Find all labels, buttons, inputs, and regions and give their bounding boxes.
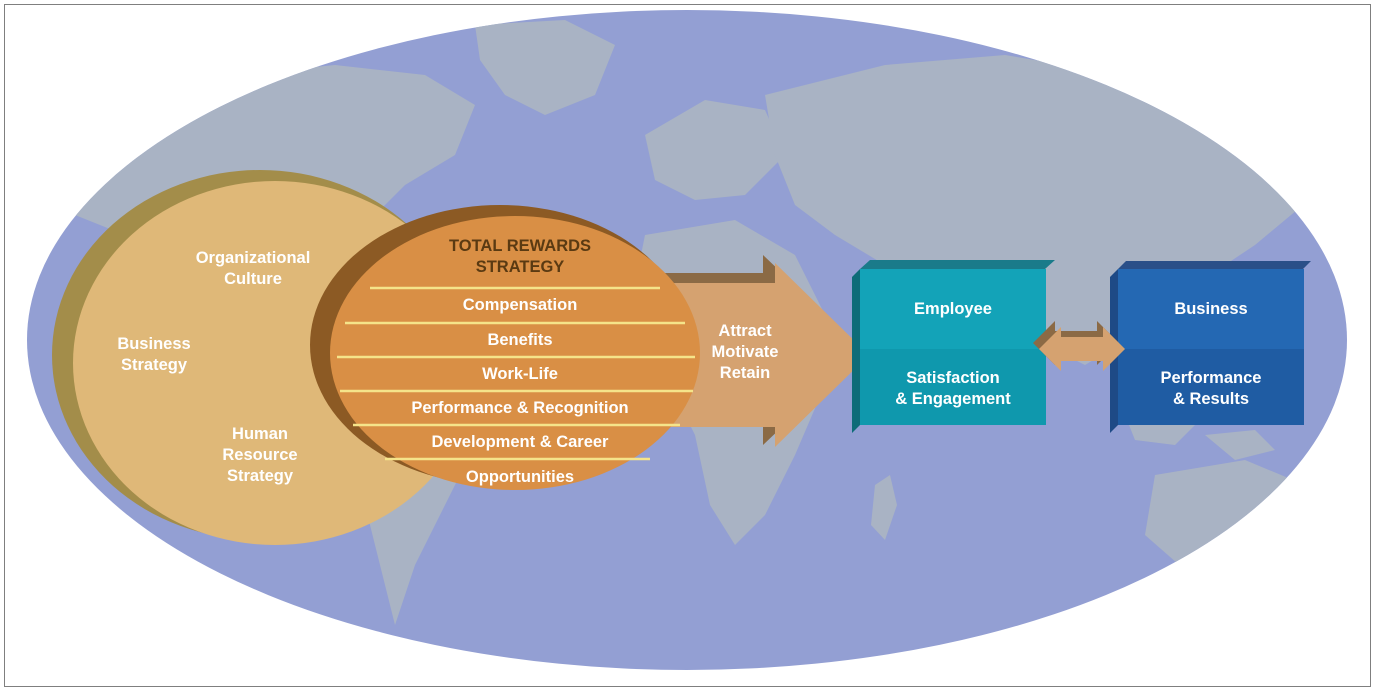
business-box-lower xyxy=(1118,349,1304,425)
madagascar-landmass xyxy=(871,475,897,540)
business-title: Business xyxy=(1174,300,1248,318)
rewards-dividers xyxy=(337,286,695,461)
total-rewards-title: TOTAL REWARDS STRATEGY xyxy=(448,237,592,276)
reward-item-performance-recognition: Performance & Recognition xyxy=(411,399,629,417)
organizational-culture-label: Organizational Culture xyxy=(195,249,311,288)
attract-arrow xyxy=(645,263,869,447)
employee-box-side xyxy=(852,269,860,433)
rewards-ellipse xyxy=(330,216,700,490)
link-double-arrow xyxy=(1039,327,1125,371)
europe-landmass xyxy=(645,100,785,200)
hr-strategy-label: Human Resource Strategy xyxy=(222,425,298,485)
business-subtitle: Performance & Results xyxy=(1160,369,1262,408)
business-box-upper xyxy=(1118,269,1304,349)
employee-box-upper xyxy=(860,269,1046,349)
greenland-landmass xyxy=(475,20,615,115)
diagram-frame: Organizational Culture Business Strategy… xyxy=(4,4,1371,687)
reward-item-opportunities: Opportunities xyxy=(465,468,575,486)
business-box-top xyxy=(1118,261,1311,269)
reward-item-compensation: Compensation xyxy=(462,296,578,314)
diagram-canvas xyxy=(27,10,1347,670)
attract-motivate-retain-label: Attract Motivate Retain xyxy=(711,322,779,382)
employee-title: Employee xyxy=(914,300,992,318)
reward-item-benefits: Benefits xyxy=(487,331,553,349)
employee-box-top xyxy=(860,260,1055,269)
reward-item-development-career: Development & Career xyxy=(431,433,609,451)
employee-subtitle: Satisfaction & Engagement xyxy=(895,369,1011,408)
employee-box-lower xyxy=(860,349,1046,425)
reward-item-work-life: Work-Life xyxy=(482,365,558,383)
business-strategy-label: Business Strategy xyxy=(117,335,191,374)
